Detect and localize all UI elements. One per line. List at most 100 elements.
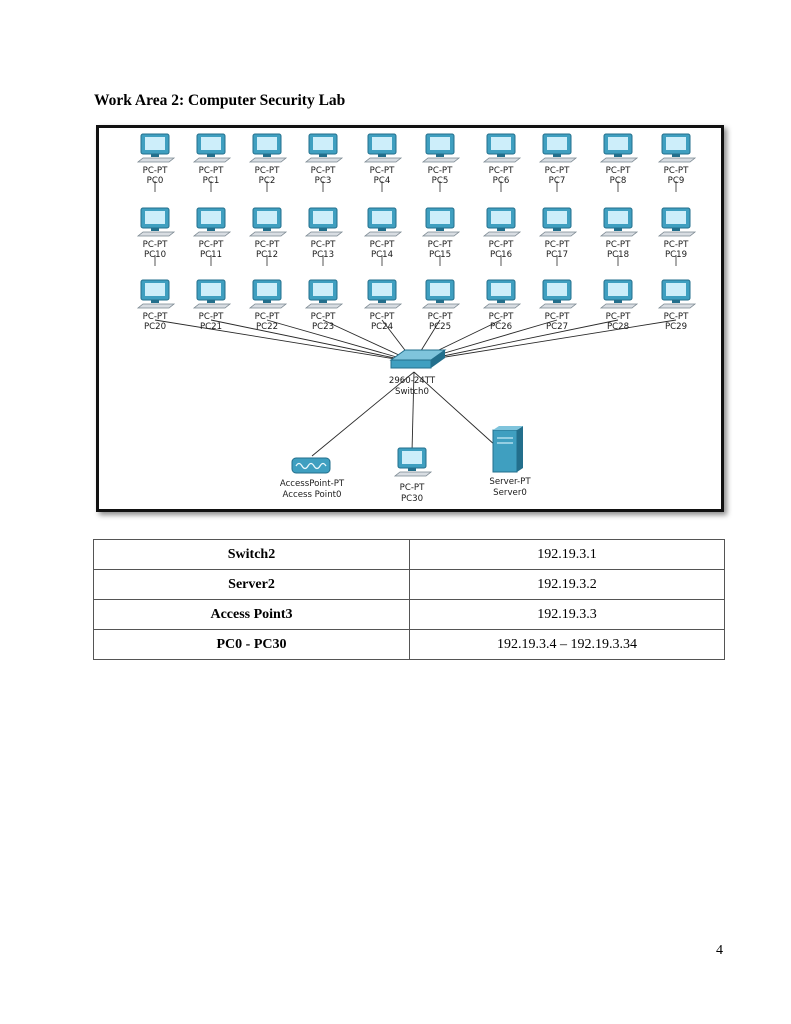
device-name-label: PC28 [607,322,629,332]
access-point-name-label: Access Point0 [283,490,342,500]
device-name-label: PC4 [374,176,391,186]
links-layer [154,181,677,457]
pc-icon[interactable] [599,207,639,237]
pc-icon[interactable] [538,133,578,163]
device-name-label: PC7 [549,176,566,186]
link-line [411,371,415,453]
section-heading: Work Area 2: Computer Security Lab [94,92,346,109]
device-type-label: PC-PT [664,166,689,176]
switch-icon[interactable] [389,349,447,369]
device-name-label: PC22 [256,322,278,332]
pc-icon[interactable] [192,207,232,237]
pc-icon[interactable] [538,279,578,309]
pc-icon[interactable] [657,207,697,237]
access-point-model-label: AccessPoint-PT [280,479,345,489]
device-name-label: PC2 [259,176,276,186]
device-type-label: PC-PT [428,166,453,176]
device-type-label: PC-PT [311,166,336,176]
device-type-label: PC-PT [255,312,280,322]
device-name-label: PC13 [312,250,334,260]
device-type-label: PC-PT [143,312,168,322]
device-type-label: PC-PT [606,166,631,176]
pc-icon[interactable] [482,133,522,163]
pc-icon[interactable] [482,279,522,309]
device-name-label: PC14 [371,250,393,260]
pc-icon[interactable] [248,207,288,237]
pc-icon[interactable] [393,447,433,477]
device-type-label: PC-PT [545,240,570,250]
ip-cell: 192.19.3.3 [409,599,725,630]
pc-icon[interactable] [538,207,578,237]
device-type-label: PC-PT [489,312,514,322]
ip-cell: 192.19.3.1 [409,539,725,570]
device-type-label: PC-PT [199,166,224,176]
pc-icon[interactable] [136,133,176,163]
pc-icon[interactable] [599,279,639,309]
device-name-label: PC9 [668,176,685,186]
pc-icon[interactable] [482,207,522,237]
switch-name-label: Switch0 [395,387,429,397]
device-type-label: PC-PT [311,312,336,322]
pc-icon[interactable] [136,279,176,309]
pc-icon[interactable] [304,133,344,163]
device-cell: Access Point3 [93,599,410,630]
pc-icon[interactable] [599,133,639,163]
device-type-label: PC-PT [489,240,514,250]
pc-icon[interactable] [248,133,288,163]
device-type-label: PC-PT [255,166,280,176]
pc-icon[interactable] [421,279,461,309]
server-name-label: Server0 [493,488,527,498]
device-type-label: PC-PT [545,312,570,322]
device-type-label: PC-PT [606,312,631,322]
pc-icon[interactable] [136,207,176,237]
pc-icon[interactable] [192,279,232,309]
device-name-label: PC23 [312,322,334,332]
pc-icon[interactable] [304,279,344,309]
link-line [413,319,619,363]
device-name-label: PC26 [490,322,512,332]
device-type-label: PC-PT [489,166,514,176]
pc-icon[interactable] [421,207,461,237]
labels-layer: PC-PTPC0PC-PTPC1PC-PTPC2PC-PTPC3PC-PTPC4… [143,166,689,504]
device-type-label: PC-PT [143,166,168,176]
pc-icon[interactable] [304,207,344,237]
device-name-label: PC11 [200,250,222,260]
device-name-label: PC27 [546,322,568,332]
device-type-label: PC-PT [311,240,336,250]
link-line [154,319,415,363]
switch-model-label: 2960-24TT [389,376,436,386]
ip-cell: 192.19.3.4 – 192.19.3.34 [409,629,725,660]
access-point-icon[interactable] [291,457,331,474]
device-name-label: PC3 [315,176,332,186]
pc-icon[interactable] [657,133,697,163]
device-name-label: PC18 [607,250,629,260]
device-name-label: PC25 [429,322,451,332]
link-line [413,371,497,447]
link-line [210,319,415,363]
device-type-label: PC-PT [428,312,453,322]
device-type-label: PC-PT [143,240,168,250]
pc-icon[interactable] [363,207,403,237]
device-name-label: PC1 [203,176,220,186]
device-name-label: PC21 [200,322,222,332]
device-type-label: PC-PT [255,240,280,250]
server-icon[interactable] [492,426,523,473]
device-cell: Server2 [93,569,410,600]
pc-icon[interactable] [363,133,403,163]
device-name-label: PC17 [546,250,568,260]
pc-icon[interactable] [657,279,697,309]
device-name-label: PC0 [147,176,164,186]
pc-icon[interactable] [421,133,461,163]
ip-cell: 192.19.3.2 [409,569,725,600]
pc-icon[interactable] [363,279,403,309]
pc-icon[interactable] [192,133,232,163]
device-cell: Switch2 [93,539,410,570]
device-name-label: PC29 [665,322,687,332]
pc-icon[interactable] [248,279,288,309]
